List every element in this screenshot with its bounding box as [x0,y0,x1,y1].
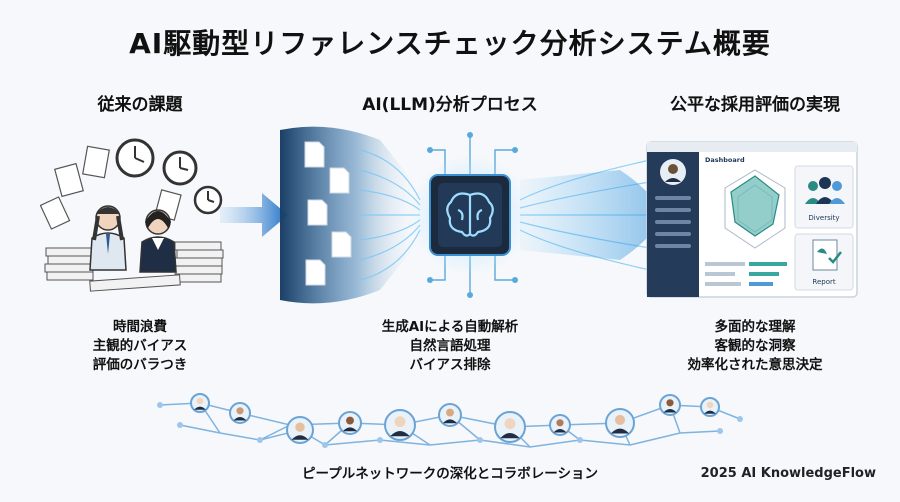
clock-icon [162,150,198,186]
copyright: 2025 AI KnowledgeFlow [700,466,876,481]
stressed-worker-figure [89,205,127,271]
left-point: 時間浪費 [113,319,167,335]
network-label: ピープルネットワークの深化とコラボレーション [302,466,598,482]
left-point: 主観的バイアス [92,338,188,354]
avatar [660,159,686,185]
left-points: 時間浪費 主観的バイアス 評価のバラつき [60,318,220,375]
report-document-icon [812,239,842,271]
metric-bars [705,262,787,286]
center-point: バイアス排除 [409,357,491,373]
diversity-card-label: Diversity [808,214,839,222]
page-title: AI駆動型リファレンスチェック分析システム概要 [129,27,771,60]
person-avatar [605,408,635,438]
paper-stack-icon [44,241,224,292]
person-avatar [384,409,416,441]
center-heading: AI(LLM)分析プロセス [362,95,538,115]
right-point: 効率化された意思決定 [687,357,823,373]
flow-arrow-icon [220,193,288,237]
person-avatar [229,402,251,424]
person-avatar [700,397,720,417]
person-avatar [286,416,314,444]
center-points: 生成AIによる自動解析 自然言語処理 バイアス排除 [340,318,560,375]
left-point: 評価のバラつき [92,357,188,373]
right-point: 客観的な洞察 [714,338,796,354]
person-avatar [438,403,462,427]
diversity-people-icon [805,177,845,204]
person-avatar [494,411,526,443]
left-heading: 従来の課題 [97,95,183,115]
brain-icon [446,192,494,237]
people-network-illustration [157,393,743,448]
person-avatar [659,394,681,416]
report-card-label: Report [812,278,835,286]
person-avatar [190,393,210,413]
clock-icon [115,138,155,178]
person-avatar [338,411,362,435]
center-point: 自然言語処理 [409,338,491,354]
center-point: 生成AIによる自動解析 [381,319,519,335]
right-points: 多面的な理解 客観的な洞察 効率化された意思決定 [655,318,855,375]
dashboard-title: Dashboard [705,156,745,164]
right-heading: 公平な採用評価の実現 [670,95,840,115]
network-people [190,393,720,444]
right-point: 多面的な理解 [714,319,796,335]
document-icon [304,141,352,286]
traditional-problems-illustration [40,138,224,292]
person-avatar [549,414,571,436]
stressed-worker-figure [139,209,177,273]
ai-process-illustration [280,126,665,304]
document-icon [40,145,182,230]
dashboard-illustration: Dashboard Diversity Report [646,141,858,298]
radar-chart [724,169,786,249]
clock-icon [193,185,223,215]
